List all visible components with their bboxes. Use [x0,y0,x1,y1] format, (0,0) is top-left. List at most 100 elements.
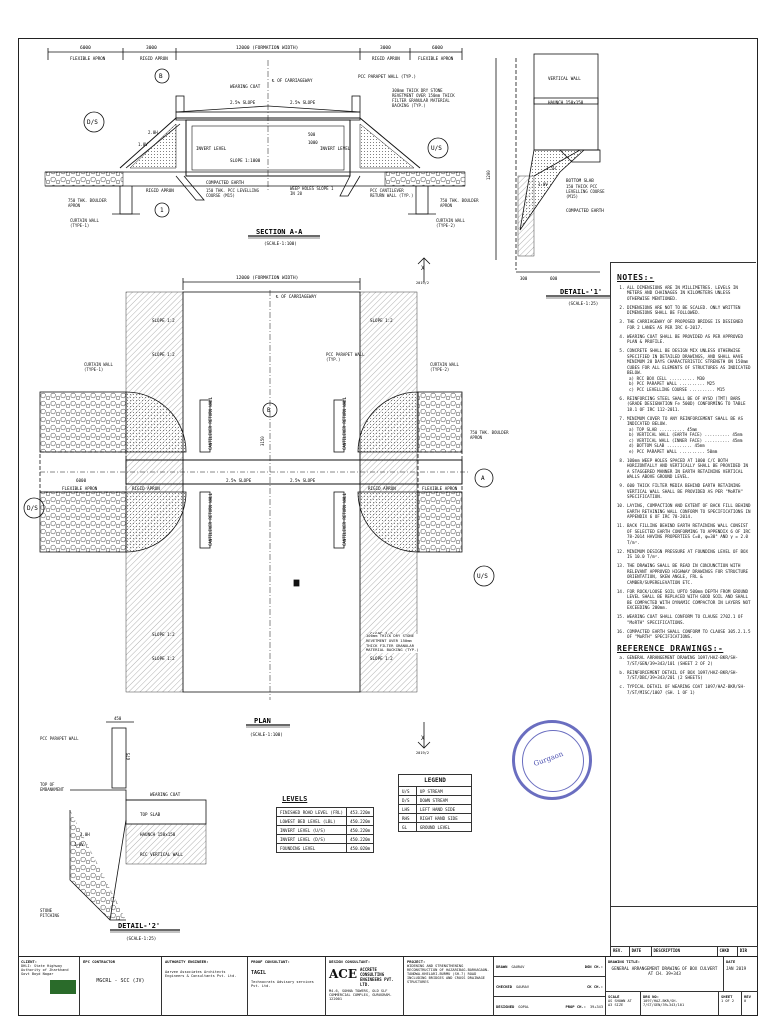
reference-item: REINFORCEMENT DETAIL OF BOX 1097/HAZ-BKR… [627,670,751,681]
plan-return-wall-tr: CANTILEVER RETURN WALL [342,396,347,450]
detail2-pcc-parapet: PCC PARAPET WALL [40,736,79,741]
plan-callout-x-top-ref: 2019/2 [416,281,429,285]
designed-label: DESIGNED [496,1004,515,1009]
section-aa-dim-2: 3000 [146,45,157,51]
stamp-text: Gurgaon [532,749,565,769]
checked-by: GAURAV [516,984,529,989]
legend-meaning: UP STREAM [415,786,473,796]
client-name: DHLI: State Highway Authority of Jharkha… [21,964,69,976]
detail2-title: DETAIL-'2' [118,922,160,930]
legend-meaning: RIGHT HAND SIDE [415,813,473,823]
drawing-number-label: DRG NO: [643,993,660,999]
rigid-apron-label: RIGID APRON [140,56,168,61]
curtain-wall-right-label: CURTAIN WALL (TYPE-2) [436,218,465,228]
level-value: 450.220m [346,816,375,826]
note-subitem: d) BOTTOM SLAB .......... 45mm [629,443,705,448]
level-value: 450.020m [346,843,375,853]
plan-flexible-apron-right: FLEXIBLE APRON [422,486,458,491]
levels-title: LEVELS [282,795,308,803]
plan-us: U/S [477,573,488,580]
plan-stone-revetment: 300mm THICK DRY STONE REVETMENT OVER 150… [366,634,420,654]
plan-slope-ml: SLOPE 1:2 [152,352,175,357]
level-name: INVERT LEVEL (U/S) [275,825,348,835]
note-item: REINFORCING STEEL SHALL BE OF HYSD (TMT)… [627,396,751,413]
epc-name: MGCRL - SCC (JV) [96,978,145,984]
note-item: WEARING COAT SHALL CONFORM TO CLAUSE 270… [627,614,751,625]
note-subitem: b) VERTICAL WALL (EARTH FACE) ..........… [629,432,743,437]
drawing-sheet [18,38,758,1016]
scale-value: AS SHOWN AT A3 SIZE [608,998,632,1007]
plan-curtain-1: CURTAIN WALL (TYPE-1) [84,362,113,372]
detail1-compacted-earth: COMPACTED EARTH [566,208,604,213]
authority-label: AUTHORITY ENGINEER: [165,959,209,964]
detail1-title: DETAIL-'1' [560,288,602,296]
date-label: DATE [726,959,736,964]
detail2-dim-675: 675 [126,752,131,760]
title-block: CLIENT: DHLI: State Highway Authority of… [18,956,758,1016]
plan-callout-a: A [481,475,485,482]
plan-slope-25-right: 2.5% SLOPE [290,478,316,483]
note-item: MINIMUM COVER TO ANY REINFORCEMENT SHALL… [627,416,751,455]
level-name: FINISHED ROAD LEVEL (FRL) [275,807,348,817]
reference-list: GENERAL ARRANGEMENT DRAWING 1097/HAZ-BKR… [617,655,751,695]
plan-pcc-parapet: PCC PARAPET WALL (TYP.) [326,352,365,362]
ck-label: CK CH.: [586,984,603,989]
detail1-pcc-levelling: 150 THICK PCC LEVELLING COURSE (M15) [566,184,605,199]
drawing-title-label: DRAWING TITLE: [608,959,641,964]
proof-name: TAGIL [251,970,267,976]
section-aa-dim-4: 3000 [380,45,391,51]
h-label: 2.0H [148,130,158,135]
note-item: THE CARRIAGEWAY OF PROPOSED BRIDGE IS DE… [627,319,751,330]
legend-meaning: DOWN STREAM [415,795,473,805]
designed-by: GOPAL [518,1004,530,1009]
sheet-value: 1 OF 2 [721,998,734,1003]
date-value: JAN 2019 [726,966,747,971]
boulder-apron-right-label: 750 THK. BOULDER APRON [440,198,479,208]
plan-callout-x-bottom: X [421,735,425,742]
plan-dim-left: 6000 [76,478,87,483]
plan-callout-x-bottom-ref: 2019/2 [416,751,429,755]
authority-name: Aarvee Associates Architects Engineers &… [165,970,237,978]
pcc-parapet-label: PCC PARAPET WALL (TYP.) [358,74,416,79]
section-aa-dim-5: 6000 [432,45,443,51]
note-subitem: c) VERTICAL WALL (INNER FACE) ..........… [629,437,743,443]
authority-cell: AUTHORITY ENGINEER: Aarvee Associates Ar… [162,957,248,1016]
drawn-by: GAURAV [511,964,525,969]
plan-dim-3150: 3150 [260,436,265,446]
curtain-wall-left-label: CURTAIN WALL (TYPE-1) [70,218,99,228]
drawing-info-cell: DRAWING TITLE: GENERAL ARRANGEMENT DRAWI… [606,957,758,1016]
detail1-h: 1.5H [546,166,556,171]
notes-title: NOTES:- [617,273,655,282]
project-cell: PROJECT: WIDENING AND STRENGTHENING RECO… [404,957,494,1016]
boulder-apron-left-label: 750 THK. BOULDER APRON [68,198,107,208]
plan-slope-tl: SLOPE 1:2 [152,318,175,323]
section-aa-dim-1: 6000 [80,45,91,51]
plan-view [23,257,495,749]
drawn-label: DRAWN [496,964,508,969]
weep-holes-label: WEEP HOLES SLOPE 1 IN 20 [290,186,334,196]
detail-1 [495,53,610,299]
revision-col-header: CHKD [718,947,738,956]
detail2-top-slab: TOP SLAB [140,812,161,817]
pcc-cantilever-label: PCC CANTILEVER RETURN WALL (TYP.) [370,188,414,198]
note-item: COMPACTED EARTH SHALL CONFORM TO CLAUSE … [627,629,751,640]
notes-panel: NOTES:- ALL DIMENSIONS ARE IN MILLIMETRE… [610,262,756,906]
client-cell: CLIENT: DHLI: State Highway Authority of… [18,957,80,1016]
detail2-h: 2.0H [80,832,90,837]
section-aa-title: SECTION A-A [256,228,303,236]
callout-b: B [159,73,163,80]
detail2-dim-450: 450 [114,716,122,721]
note-subitem: b) PCC PARAPET WALL .......... M25 [629,381,715,386]
note-item: ALL DIMENSIONS ARE IN MILLIMETRES. LEVEL… [627,285,751,302]
note-item: 100mm WEEP HOLES SPACED AT 1000 C/C BOTH… [627,458,751,480]
detail1-v: 1.0V [538,182,548,187]
note-item: CONCRETE SHALL BE DESIGN MIX UNLESS OTHE… [627,348,751,392]
plan-boulder: 750 THK. BOULDER APRON [470,430,509,440]
checked-label: CHECKED [496,984,513,989]
flexible-apron-label: FLEXIBLE APRON [70,56,106,61]
revision-col-header: DATE [630,947,652,956]
